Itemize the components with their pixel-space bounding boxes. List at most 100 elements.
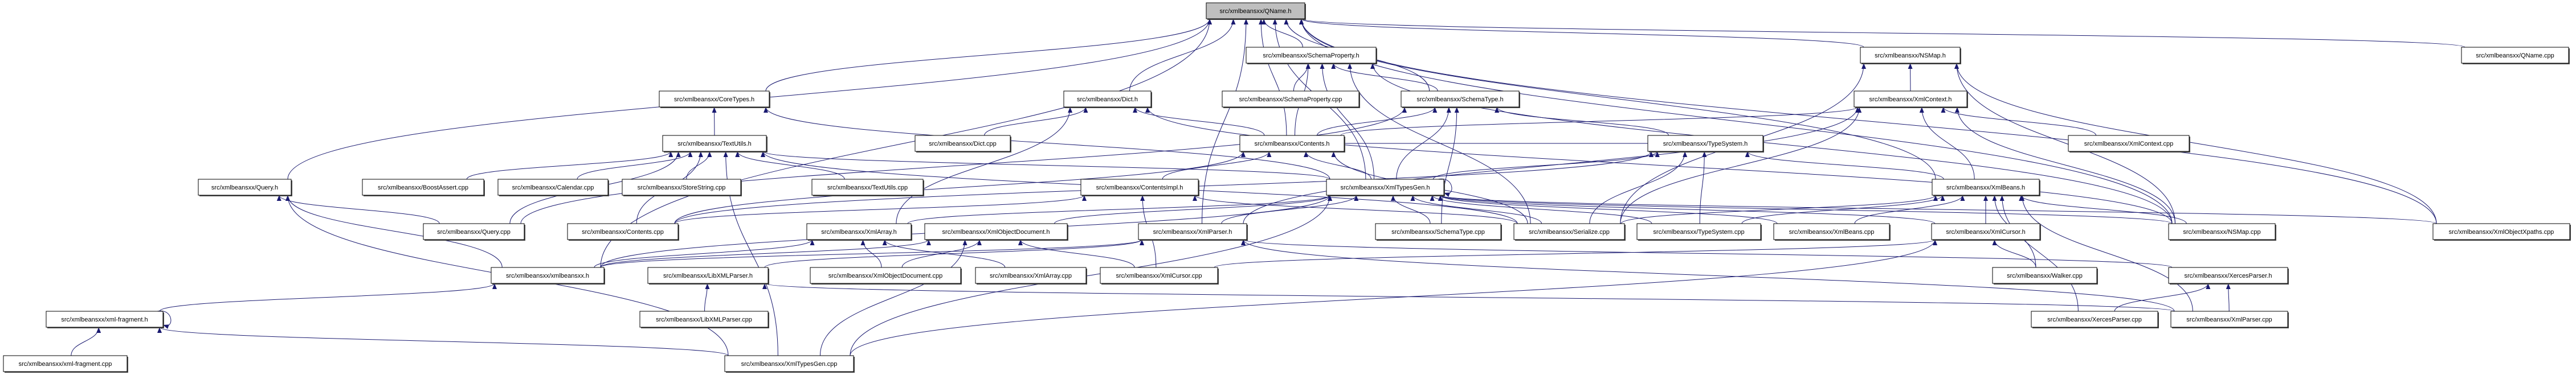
arrow-head [761, 151, 765, 157]
node-box [810, 267, 961, 284]
arrow-head [977, 240, 982, 245]
arrow-head [1683, 151, 1688, 157]
edge-walker-cpp-to-xmlcursor-h [1992, 239, 2036, 268]
node-contents-h[interactable]: src/xmlbeansxx/Contents.h [1239, 135, 1345, 153]
node-schematype-h[interactable]: src/xmlbeansxx/SchemaType.h [1401, 90, 1520, 108]
node-label: src/xmlbeansxx/xmlbeansxx.h [506, 273, 589, 279]
node-query-h[interactable]: src/xmlbeansxx/Query.h [198, 179, 292, 196]
arrow-head [962, 240, 967, 245]
node-label: src/xmlbeansxx/xml-fragment.h [61, 316, 148, 323]
node-box [1932, 179, 2040, 196]
node-xercesparser-cpp[interactable]: src/xmlbeansxx/XercesParser.cpp [2031, 311, 2159, 328]
arrow-head [1331, 151, 1336, 157]
node-qname-h[interactable]: src/xmlbeansxx/QName.h [1206, 2, 1306, 20]
node-label: src/xmlbeansxx/XmlParser.cpp [2186, 316, 2272, 323]
node-box [806, 223, 912, 240]
node-xmlcursor-h[interactable]: src/xmlbeansxx/XmlCursor.h [1931, 223, 2041, 241]
edge-line [765, 106, 1330, 180]
node-xmlarray-h[interactable]: src/xmlbeansxx/XmlArray.h [806, 223, 912, 241]
node-storestring-cpp[interactable]: src/xmlbeansxx/StoreString.cpp [622, 179, 742, 196]
node-xml-fragment-cpp[interactable]: src/xmlbeansxx/xml-fragment.cpp [3, 355, 128, 373]
node-nsmap-cpp[interactable]: src/xmlbeansxx/NSMap.cpp [2168, 223, 2276, 241]
edge-line [159, 283, 495, 312]
arrow-head [1140, 195, 1145, 201]
node-box [662, 135, 767, 152]
node-xmlcursor-cpp[interactable]: src/xmlbeansxx/XmlCursor.cpp [1100, 267, 1219, 285]
arrow-head [1193, 195, 1197, 201]
edge-line [1317, 106, 1435, 136]
node-textutils-h[interactable]: src/xmlbeansxx/TextUtils.h [662, 135, 768, 153]
node-xmlbeans-h[interactable]: src/xmlbeansxx/XmlBeans.h [1932, 179, 2040, 196]
node-box [2432, 223, 2570, 240]
node-schemaproperty-h[interactable]: src/xmlbeansxx/SchemaProperty.h [1246, 47, 1377, 64]
node-xmltypesgen-cpp[interactable]: src/xmlbeansxx/XmlTypesGen.cpp [724, 355, 855, 373]
node-query-cpp[interactable]: src/xmlbeansxx/Query.cpp [423, 223, 525, 241]
node-label: src/xmlbeansxx/XmlTypesGen.h [1340, 184, 1430, 191]
node-xmlparser-h[interactable]: src/xmlbeansxx/XmlParser.h [1138, 223, 1248, 241]
arrow-head [1145, 107, 1150, 113]
edge-xmlobjectdocument-cpp-to-xmlobjectdocument-h [901, 239, 982, 268]
node-schemaproperty-cpp[interactable]: src/xmlbeansxx/SchemaProperty.cpp [1222, 90, 1360, 108]
node-contents-cpp[interactable]: src/xmlbeansxx/Contents.cpp [567, 223, 679, 241]
node-xmltypesgen-h[interactable]: src/xmlbeansxx/XmlTypesGen.h [1326, 179, 1445, 196]
node-label: src/xmlbeansxx/TypeSystem.h [1663, 141, 1748, 147]
node-xmlarray-cpp[interactable]: src/xmlbeansxx/XmlArray.cpp [975, 267, 1087, 285]
edge-line [764, 239, 1142, 268]
node-nsmap-h[interactable]: src/xmlbeansxx/NSMap.h [1860, 47, 1961, 64]
edge-xmlparser-cpp-to-xmlparser-h [1241, 239, 2175, 312]
edge-xmlcursor-cpp-to-xmlobjectdocument-h [1018, 239, 1135, 268]
node-libxmlparser-cpp[interactable]: src/xmlbeansxx/LibXMLParser.cpp [639, 311, 769, 328]
node-xmlbeans-cpp[interactable]: src/xmlbeansxx/XmlBeans.cpp [1773, 223, 1891, 241]
node-walker-cpp[interactable]: src/xmlbeansxx/Walker.cpp [1992, 267, 2098, 285]
node-dict-h[interactable]: src/xmlbeansxx/Dict.h [1063, 90, 1152, 108]
node-coretypes-h[interactable]: src/xmlbeansxx/CoreTypes.h [659, 90, 770, 108]
arrow-head [1992, 240, 1997, 245]
node-xmlcontext-cpp[interactable]: src/xmlbeansxx/XmlContext.cpp [2068, 135, 2190, 153]
arrow-head [1370, 63, 1375, 69]
node-label: src/xmlbeansxx/XmlCursor.h [1946, 229, 2025, 236]
node-xmlcontext-h[interactable]: src/xmlbeansxx/XmlContext.h [1854, 90, 1968, 108]
node-xmlbeansxx-h[interactable]: src/xmlbeansxx/xmlbeansxx.h [491, 267, 605, 285]
node-box [975, 267, 1087, 284]
edge-line [1854, 195, 1963, 224]
node-qname-cpp[interactable]: src/xmlbeansxx/QName.cpp [2461, 47, 2570, 64]
node-contentsimpl-h[interactable]: src/xmlbeansxx/ContentsImpl.h [1080, 179, 1199, 196]
node-serialize-cpp[interactable]: src/xmlbeansxx/Serialize.cpp [1513, 223, 1626, 241]
node-label: src/xmlbeansxx/SchemaProperty.cpp [1239, 96, 1342, 103]
edge-line [1956, 63, 2437, 224]
node-xmlobjectdocument-h[interactable]: src/xmlbeansxx/XmlObjectDocument.h [924, 223, 1068, 241]
node-typesystem-cpp[interactable]: src/xmlbeansxx/TypeSystem.cpp [1636, 223, 1762, 241]
node-libxmlparser-h[interactable]: src/xmlbeansxx/LibXMLParser.h [647, 267, 769, 285]
node-xmlobjectxpaths-cpp[interactable]: src/xmlbeansxx/XmlObjectXpaths.cpp [2432, 223, 2571, 241]
node-xmlparser-cpp[interactable]: src/xmlbeansxx/XmlParser.cpp [2170, 311, 2289, 328]
edge-line [1243, 106, 1858, 224]
edge-xml-fragment-h-to-xml-fragment-h [157, 310, 172, 329]
edge-xmltypesgen-cpp-to-xmlobjectdocument-h [819, 239, 967, 356]
arrow-head [1328, 195, 1332, 201]
arrow-head [1241, 151, 1246, 157]
arrow-head [882, 240, 887, 245]
node-xmlobjectdocument-cpp[interactable]: src/xmlbeansxx/XmlObjectDocument.cpp [810, 267, 962, 285]
arrow-head [1267, 151, 1272, 157]
arrow-head [1908, 63, 1913, 69]
node-boostassert-cpp[interactable]: src/xmlbeansxx/BoostAssert.cpp [362, 179, 485, 196]
edge-contents-h-to-xmlcontext-h [1340, 106, 1860, 136]
node-box [2031, 311, 2158, 328]
node-xercesparser-h[interactable]: src/xmlbeansxx/XercesParser.h [2168, 267, 2289, 285]
edge-line [1263, 18, 1303, 48]
node-xml-fragment-h[interactable]: src/xmlbeansxx/xml-fragment.h [46, 311, 164, 328]
edge-line [159, 327, 729, 356]
edge-xmlarray-h-to-xmltypesgen-h [907, 195, 1332, 224]
arrow-head [163, 324, 169, 329]
node-dict-cpp[interactable]: src/xmlbeansxx/Dict.cpp [915, 135, 1011, 153]
edge-line [819, 239, 966, 356]
node-calendar-cpp[interactable]: src/xmlbeansxx/Calendar.cpp [497, 179, 609, 196]
node-typesystem-h[interactable]: src/xmlbeansxx/TypeSystem.h [1647, 135, 1764, 153]
node-schematype-cpp[interactable]: src/xmlbeansxx/SchemaType.cpp [1375, 223, 1502, 241]
arrow-head [1495, 107, 1500, 113]
arrow-head [1919, 107, 1924, 113]
node-box [1992, 267, 2097, 284]
node-label: src/xmlbeansxx/CoreTypes.h [674, 96, 754, 103]
node-box [3, 355, 128, 372]
node-textutils-cpp[interactable]: src/xmlbeansxx/TextUtils.cpp [811, 179, 924, 196]
